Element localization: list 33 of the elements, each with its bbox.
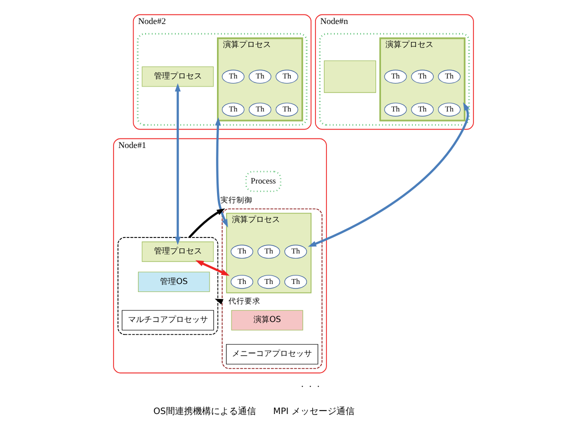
node-ellipse: Th — [257, 244, 280, 259]
arrow — [307, 102, 470, 247]
node-ellipse: Th — [438, 102, 460, 116]
node-ellipse: Th — [410, 70, 434, 84]
node-ellipse: Th — [275, 102, 298, 116]
node-ellipse: Th — [248, 102, 271, 116]
node-ellipse: Th — [384, 102, 406, 116]
arrow — [214, 117, 228, 228]
node-ellipse: Th — [230, 244, 253, 259]
node-ellipse: Th — [221, 70, 244, 84]
node-box: 管理プロセス — [141, 242, 214, 262]
node-ellipse: Th — [221, 102, 244, 116]
node-ellipse: Th — [284, 274, 306, 289]
legend-label: MPI メッセージ通信 — [272, 406, 354, 417]
node-box: マルチコアプロセッサ — [121, 310, 214, 330]
node-ellipse: Th — [284, 244, 306, 259]
node-box: 演算OS — [230, 310, 303, 330]
node-box: Process — [244, 170, 281, 192]
node-box: 管理プロセス — [141, 66, 214, 87]
node-ellipse: Th — [384, 70, 406, 84]
node-box — [323, 60, 376, 93]
node-box: 管理OS — [137, 272, 210, 292]
node-ellipse: Th — [257, 274, 280, 289]
node-ellipse: Th — [410, 102, 434, 116]
node-ellipse: Th — [438, 70, 460, 84]
arrow — [188, 208, 225, 238]
node-ellipse: Th — [275, 70, 298, 84]
arrow — [194, 260, 230, 276]
arrow — [174, 83, 180, 246]
node-ellipse: Th — [230, 274, 253, 289]
node-ellipse: Th — [248, 70, 271, 84]
legend-label: OS間連携機構による通信 — [152, 406, 256, 417]
node-box: メニーコアプロセッサ — [226, 344, 318, 364]
